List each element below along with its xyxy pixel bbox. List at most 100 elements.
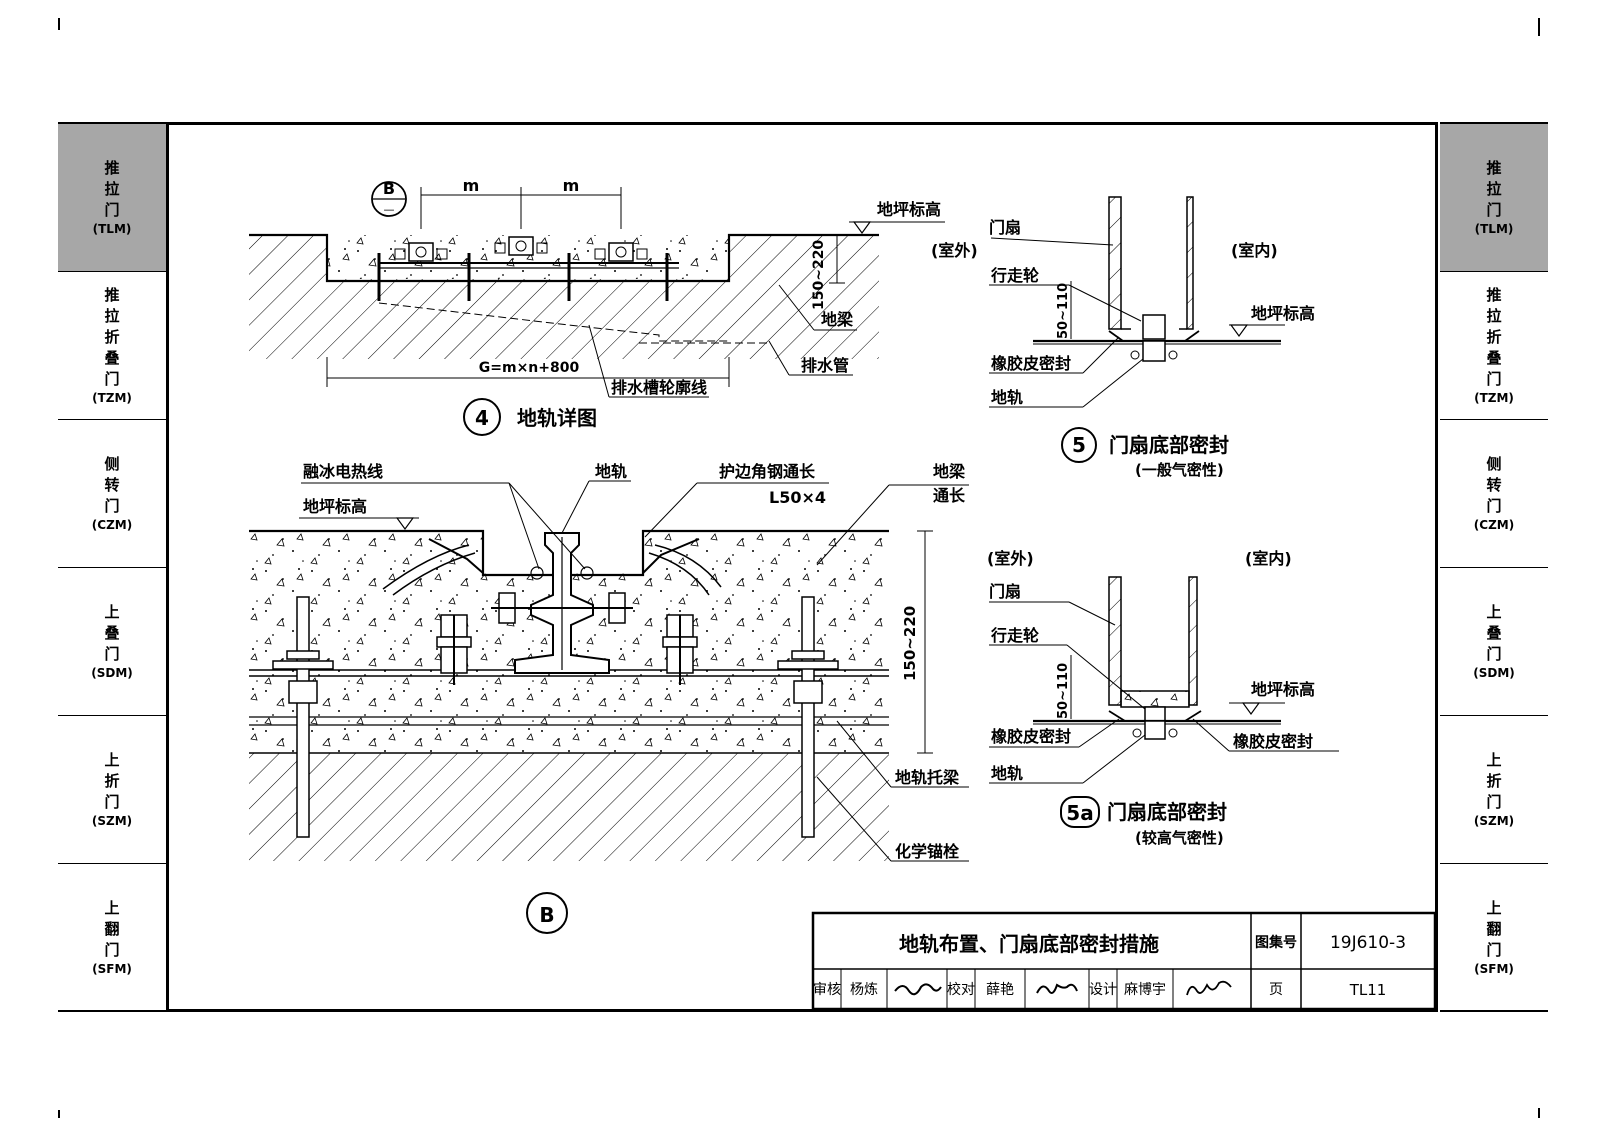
detail-number: 4 xyxy=(475,406,489,430)
tab-char: 门 xyxy=(1486,793,1502,811)
soil-hatch xyxy=(249,753,889,861)
page-number: TL11 xyxy=(1349,981,1387,999)
angle-steel-label: 护边角钢通长 xyxy=(719,462,816,481)
tab-code: (TZM) xyxy=(1474,391,1514,405)
tab-char: 折 xyxy=(104,772,120,790)
edge-angle-steel xyxy=(642,538,700,574)
tab-char: 翻 xyxy=(1486,919,1502,938)
tab-char: 转 xyxy=(1486,476,1502,494)
door-leaf-panel xyxy=(1108,576,1122,706)
tab-char: 上 xyxy=(1486,751,1502,769)
door-leaf-panel xyxy=(1186,196,1194,330)
corner-mark xyxy=(58,1110,60,1118)
tab-char: 折 xyxy=(104,328,120,346)
tab-szm[interactable]: 上 折 门 (SZM) xyxy=(58,716,166,864)
rail-label: 地轨 xyxy=(991,764,1023,783)
tab-char: 门 xyxy=(1486,201,1502,219)
tab-szm[interactable]: 上 折 门 (SZM) xyxy=(1440,716,1548,864)
atlas-number: 19J610-3 xyxy=(1330,933,1406,953)
indoor-label: (室内) xyxy=(1231,241,1278,260)
gap-dim-label: 50~110 xyxy=(1056,663,1071,719)
dim-m-label: m xyxy=(563,176,580,195)
tab-sfm[interactable]: 上 翻 门 (SFM) xyxy=(1440,864,1548,1012)
left-category-tabs: 推 拉 门 (TLM) 推 拉 折 叠 门 (TZM) 侧 转 门 (CZM) … xyxy=(58,122,166,1014)
tab-code: (CZM) xyxy=(1473,518,1515,532)
tab-char: 翻 xyxy=(104,919,120,938)
tab-char: 推 xyxy=(104,286,120,304)
floor-level-label: 地坪标高 xyxy=(303,497,367,516)
tab-char: 上 xyxy=(104,751,120,769)
level-marker-icon xyxy=(395,517,415,531)
tab-char: 叠 xyxy=(1486,349,1502,367)
detail-number-badge xyxy=(1060,796,1100,828)
support-beam-label: 地轨托梁 xyxy=(895,768,960,787)
design-label: 设计 xyxy=(1089,982,1117,998)
detail-number: 5 xyxy=(1072,433,1086,457)
rubber-seal xyxy=(1108,330,1124,342)
depth-dim-label: 150~220 xyxy=(811,240,827,310)
tab-char: 拉 xyxy=(104,307,120,325)
level-marker-icon xyxy=(1241,702,1261,716)
tab-char: 上 xyxy=(1486,898,1502,917)
indoor-label: (室内) xyxy=(1245,549,1292,568)
right-category-tabs: 推 拉 门 (TLM) 推 拉 折 叠 门 (TZM) 侧 转 门 (CZM) … xyxy=(1440,122,1548,1014)
tab-code: (SFM) xyxy=(1474,961,1514,976)
tab-char: 推 xyxy=(1486,159,1502,177)
drain-pipe-label: 排水管 xyxy=(801,356,849,375)
tab-char: 门 xyxy=(104,497,120,515)
tab-sfm[interactable]: 上 翻 门 (SFM) xyxy=(58,864,166,1012)
tab-code: (TLM) xyxy=(1474,222,1514,236)
dim-m-label: m xyxy=(463,176,480,195)
gap-dim-label: 50~110 xyxy=(1056,283,1071,339)
beam-label-line1: 地梁 xyxy=(933,462,966,481)
section-mark-circle xyxy=(526,892,568,934)
rail-label: 地轨 xyxy=(991,388,1023,407)
rail-wheel-assembly xyxy=(594,242,648,262)
check-label: 校对 xyxy=(947,981,975,998)
outdoor-label: (室外) xyxy=(931,241,978,260)
tab-char: 上 xyxy=(104,898,120,917)
edge-angle-steel xyxy=(428,538,484,574)
tab-czm[interactable]: 侧 转 门 (CZM) xyxy=(58,420,166,568)
detail-title: 地轨详图 xyxy=(517,406,597,430)
designer-signature xyxy=(1186,980,1232,996)
outdoor-label: (室外) xyxy=(987,549,1034,568)
tab-char: 门 xyxy=(104,645,120,663)
tab-char: 推 xyxy=(104,159,120,177)
drawing-canvas: B — m m 地坪标高 150~220 地梁 排水管 G=m×n+800 排 xyxy=(249,176,1437,1011)
tab-tlm[interactable]: 推 拉 门 (TLM) xyxy=(1440,124,1548,272)
detail-title: 门扇底部密封 xyxy=(1107,800,1227,824)
tab-char: 侧 xyxy=(1486,455,1502,473)
chemical-anchor xyxy=(777,596,839,838)
tab-code: (TZM) xyxy=(92,391,132,405)
detail-number-circle xyxy=(1061,427,1097,463)
tab-code: (SFM) xyxy=(92,961,132,976)
tab-tlm[interactable]: 推 拉 门 (TLM) xyxy=(58,124,166,272)
floor-rail xyxy=(1142,340,1166,362)
atlas-label: 图集号 xyxy=(1255,934,1297,951)
wheel-label: 行走轮 xyxy=(990,266,1039,285)
tab-tzm[interactable]: 推 拉 折 叠 门 (TZM) xyxy=(58,272,166,420)
ref-dash-text: — xyxy=(384,203,395,216)
tab-char: 叠 xyxy=(104,624,120,642)
tab-char: 门 xyxy=(104,793,120,811)
tab-sdm[interactable]: 上 叠 门 (SDM) xyxy=(1440,568,1548,716)
detail-subtitle: (一般气密性) xyxy=(1135,461,1224,479)
detail-number: 5a xyxy=(1066,801,1093,825)
tab-char: 拉 xyxy=(104,180,120,198)
tab-sdm[interactable]: 上 叠 门 (SDM) xyxy=(58,568,166,716)
chemical-anchor xyxy=(272,596,334,838)
angle-size-label: L50×4 xyxy=(769,488,826,507)
tab-char: 门 xyxy=(104,201,120,219)
detail-b-rail-section: 150~220 地坪标高 融冰电热线 地轨 护边角钢通长 L50×4 地梁 通长… xyxy=(249,462,969,934)
tab-char: 叠 xyxy=(1486,624,1502,642)
floor-level-label: 地坪标高 xyxy=(1251,304,1315,323)
detail-5-door-seal-normal: (室外) (室内) 门扇 行走轮 地坪标高 橡胶皮密封 地轨 50~110 5 … xyxy=(931,196,1315,479)
tab-char: 门 xyxy=(104,940,120,959)
tab-char: 折 xyxy=(1486,772,1502,790)
tab-tzm[interactable]: 推 拉 折 叠 门 (TZM) xyxy=(1440,272,1548,420)
tab-czm[interactable]: 侧 转 门 (CZM) xyxy=(1440,420,1548,568)
door-leaf-panel xyxy=(1108,196,1122,330)
rubber-seal xyxy=(1184,330,1200,342)
page-label: 页 xyxy=(1269,982,1283,998)
